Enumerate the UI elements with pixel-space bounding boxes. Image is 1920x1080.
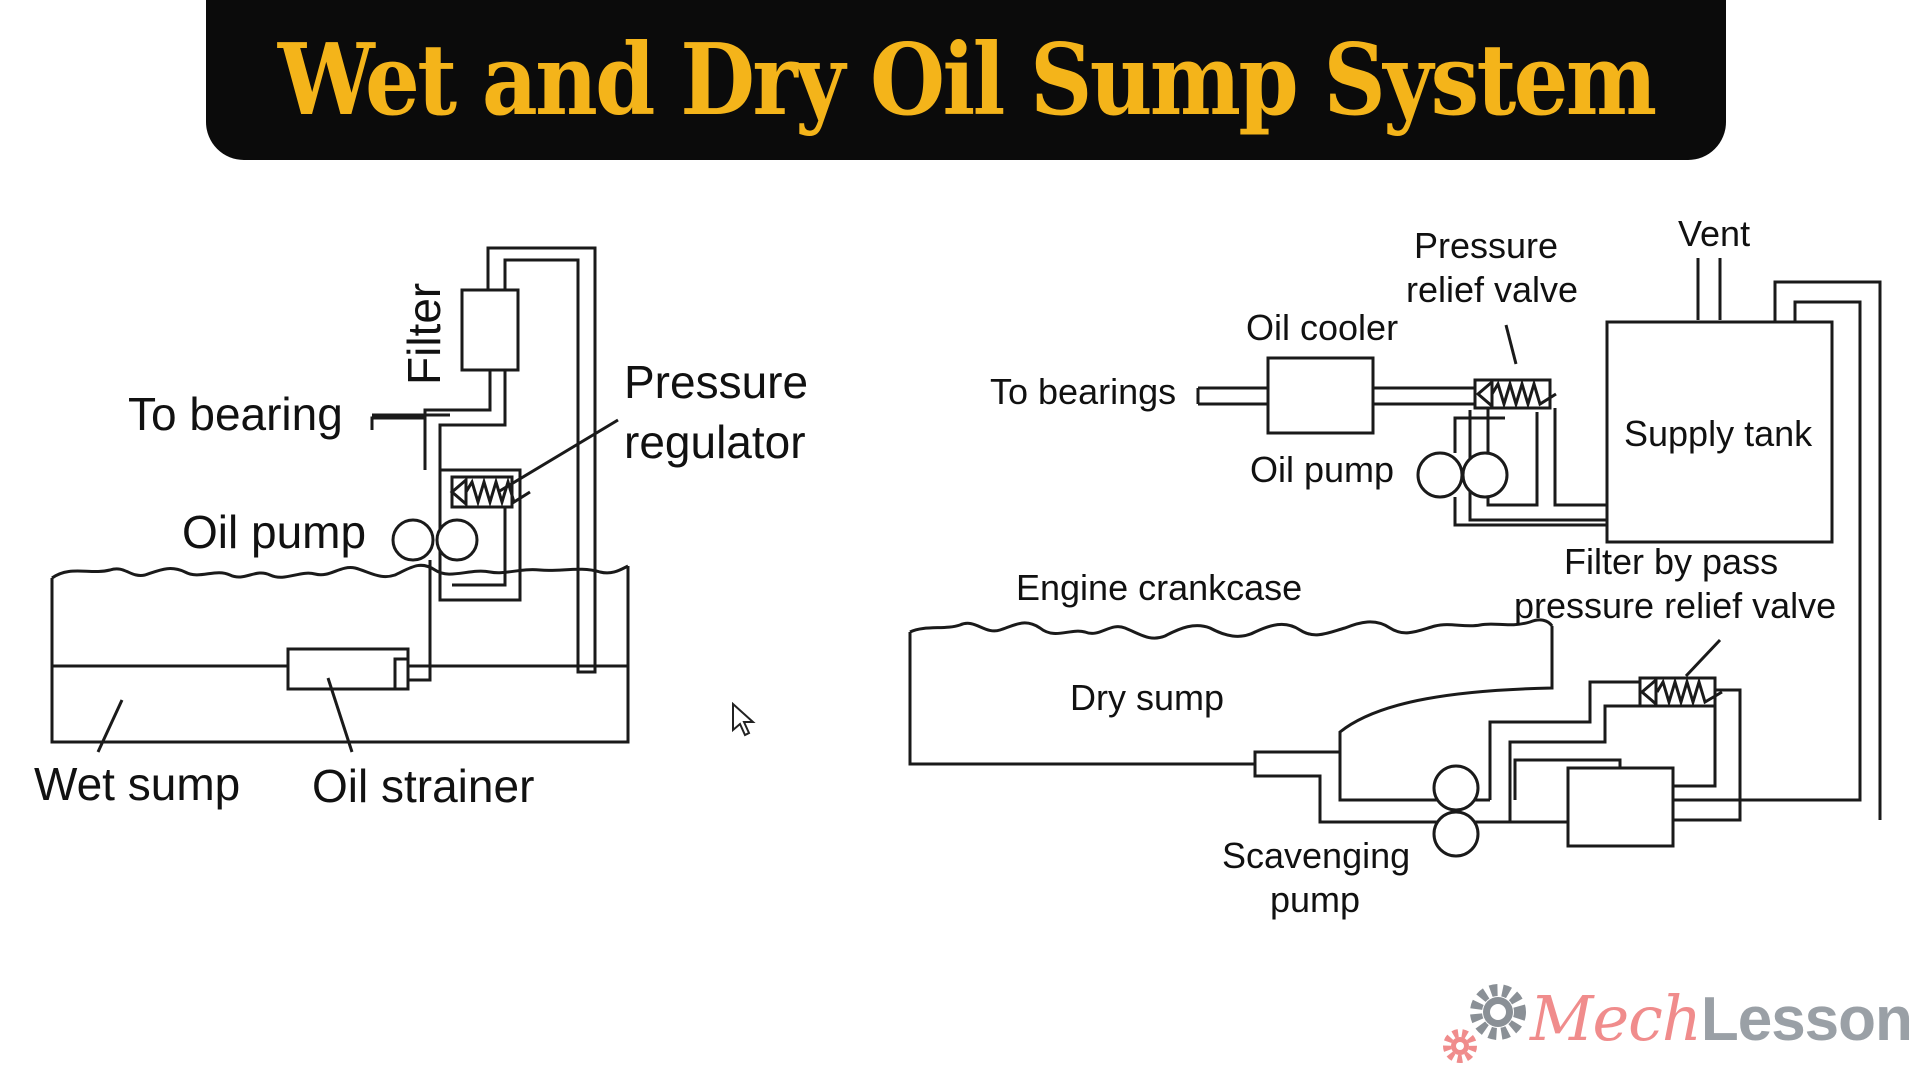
oil-strainer-label: Oil strainer [312, 760, 534, 812]
vent-pipe [1696, 258, 1722, 320]
filter-bypass-label-2: pressure relief valve [1514, 585, 1836, 626]
watermark-brand: MechLesson [1530, 982, 1913, 1055]
dry-filter [1566, 766, 1675, 848]
oil-strainer-leader [326, 677, 354, 753]
wet-sump-label: Wet sump [34, 758, 240, 810]
to-bearings-pipe [1196, 386, 1268, 406]
wet-filter [460, 288, 520, 372]
dry-oil-pump-label: Oil pump [1250, 449, 1394, 490]
dry-sump-label: Dry sump [1070, 677, 1224, 718]
supply-tank-label: Supply tank [1624, 413, 1813, 454]
pressure-regulator-spring [464, 476, 531, 508]
title-banner: Wet and Dry Oil Sump System [206, 0, 1726, 160]
tank-feed-pipe [1453, 416, 1607, 527]
engine-crankcase-outline [908, 626, 1554, 766]
pressure-relief-valve-spring [1490, 378, 1557, 410]
scavenging-pump-label-1: Scavenging [1222, 835, 1410, 876]
to-bearing-label: To bearing [128, 388, 343, 440]
oil-cooler-label: Oil cooler [1246, 307, 1398, 348]
pressure-relief-valve-label-1: Pressure [1414, 225, 1558, 266]
dry-oil-pump-gear-2 [1461, 451, 1509, 499]
dry-oil-pump-gear-1 [1416, 451, 1464, 499]
wet-pressure-regulator-leader [497, 418, 619, 494]
pressure-regulator-valve [449, 476, 468, 508]
supply-tank [1605, 320, 1834, 544]
cooler-outlet-pipe [1373, 386, 1475, 406]
pressure-regulator-label-2: regulator [624, 416, 806, 468]
bypass-pipes [1488, 680, 1742, 822]
to-bearings-label: To bearings [990, 371, 1176, 412]
scavenge-pipe [1253, 752, 1568, 824]
scavenging-pump-gear-2 [1432, 810, 1480, 858]
watermark-lesson: Lesson [1700, 985, 1913, 1054]
tank-return-pipe [1672, 280, 1882, 820]
wet-oil-pump-gear-1 [391, 518, 435, 562]
engine-crankcase-surface [909, 618, 1554, 640]
wet-sump-leader [96, 699, 124, 753]
wet-oil-pump-label: Oil pump [182, 506, 366, 558]
wet-filter-label: Filter [398, 283, 450, 385]
pressure-regulator-label-1: Pressure [624, 356, 808, 408]
vent-label: Vent [1678, 213, 1750, 254]
engine-crankcase-label: Engine crankcase [1016, 567, 1302, 608]
wet-pickup-pipe [393, 560, 432, 690]
oil-strainer [286, 647, 410, 691]
pressure-relief-valve-label-2: relief valve [1406, 269, 1578, 310]
filter-bypass-leader [1684, 638, 1722, 678]
page-title: Wet and Dry Oil Sump System [277, 22, 1657, 138]
scavenging-pump-gear-1 [1432, 764, 1480, 812]
wet-sump-oil-surface [51, 563, 629, 580]
gear-icon [1443, 984, 1526, 1063]
scavenging-pump-label-2: pump [1270, 879, 1360, 920]
filter-bypass-relief-valve-seat [1639, 676, 1658, 708]
pressure-relief-valve-leader [1504, 324, 1518, 365]
watermark-mech: Mech [1530, 982, 1702, 1055]
wet-bearing-outlet [370, 413, 450, 430]
filter-bypass-label-1: Filter by pass [1564, 541, 1778, 582]
wet-sump-system: Filter To bearing Pressure regulator Oil… [34, 246, 808, 812]
watermark: MechLesson [1438, 980, 1913, 1070]
wet-pump-housing [438, 468, 522, 602]
pressure-relief-valve-seat [1475, 378, 1494, 410]
mouse-cursor-icon [732, 702, 756, 737]
filter-bypass-relief-valve-spring [1655, 676, 1723, 708]
wet-sump-pan [50, 566, 630, 744]
dry-sump-system: Pressure relief valve Vent Oil cooler To… [908, 213, 1882, 920]
wet-oil-pump-gear-2 [435, 518, 479, 562]
oil-cooler [1266, 356, 1375, 435]
